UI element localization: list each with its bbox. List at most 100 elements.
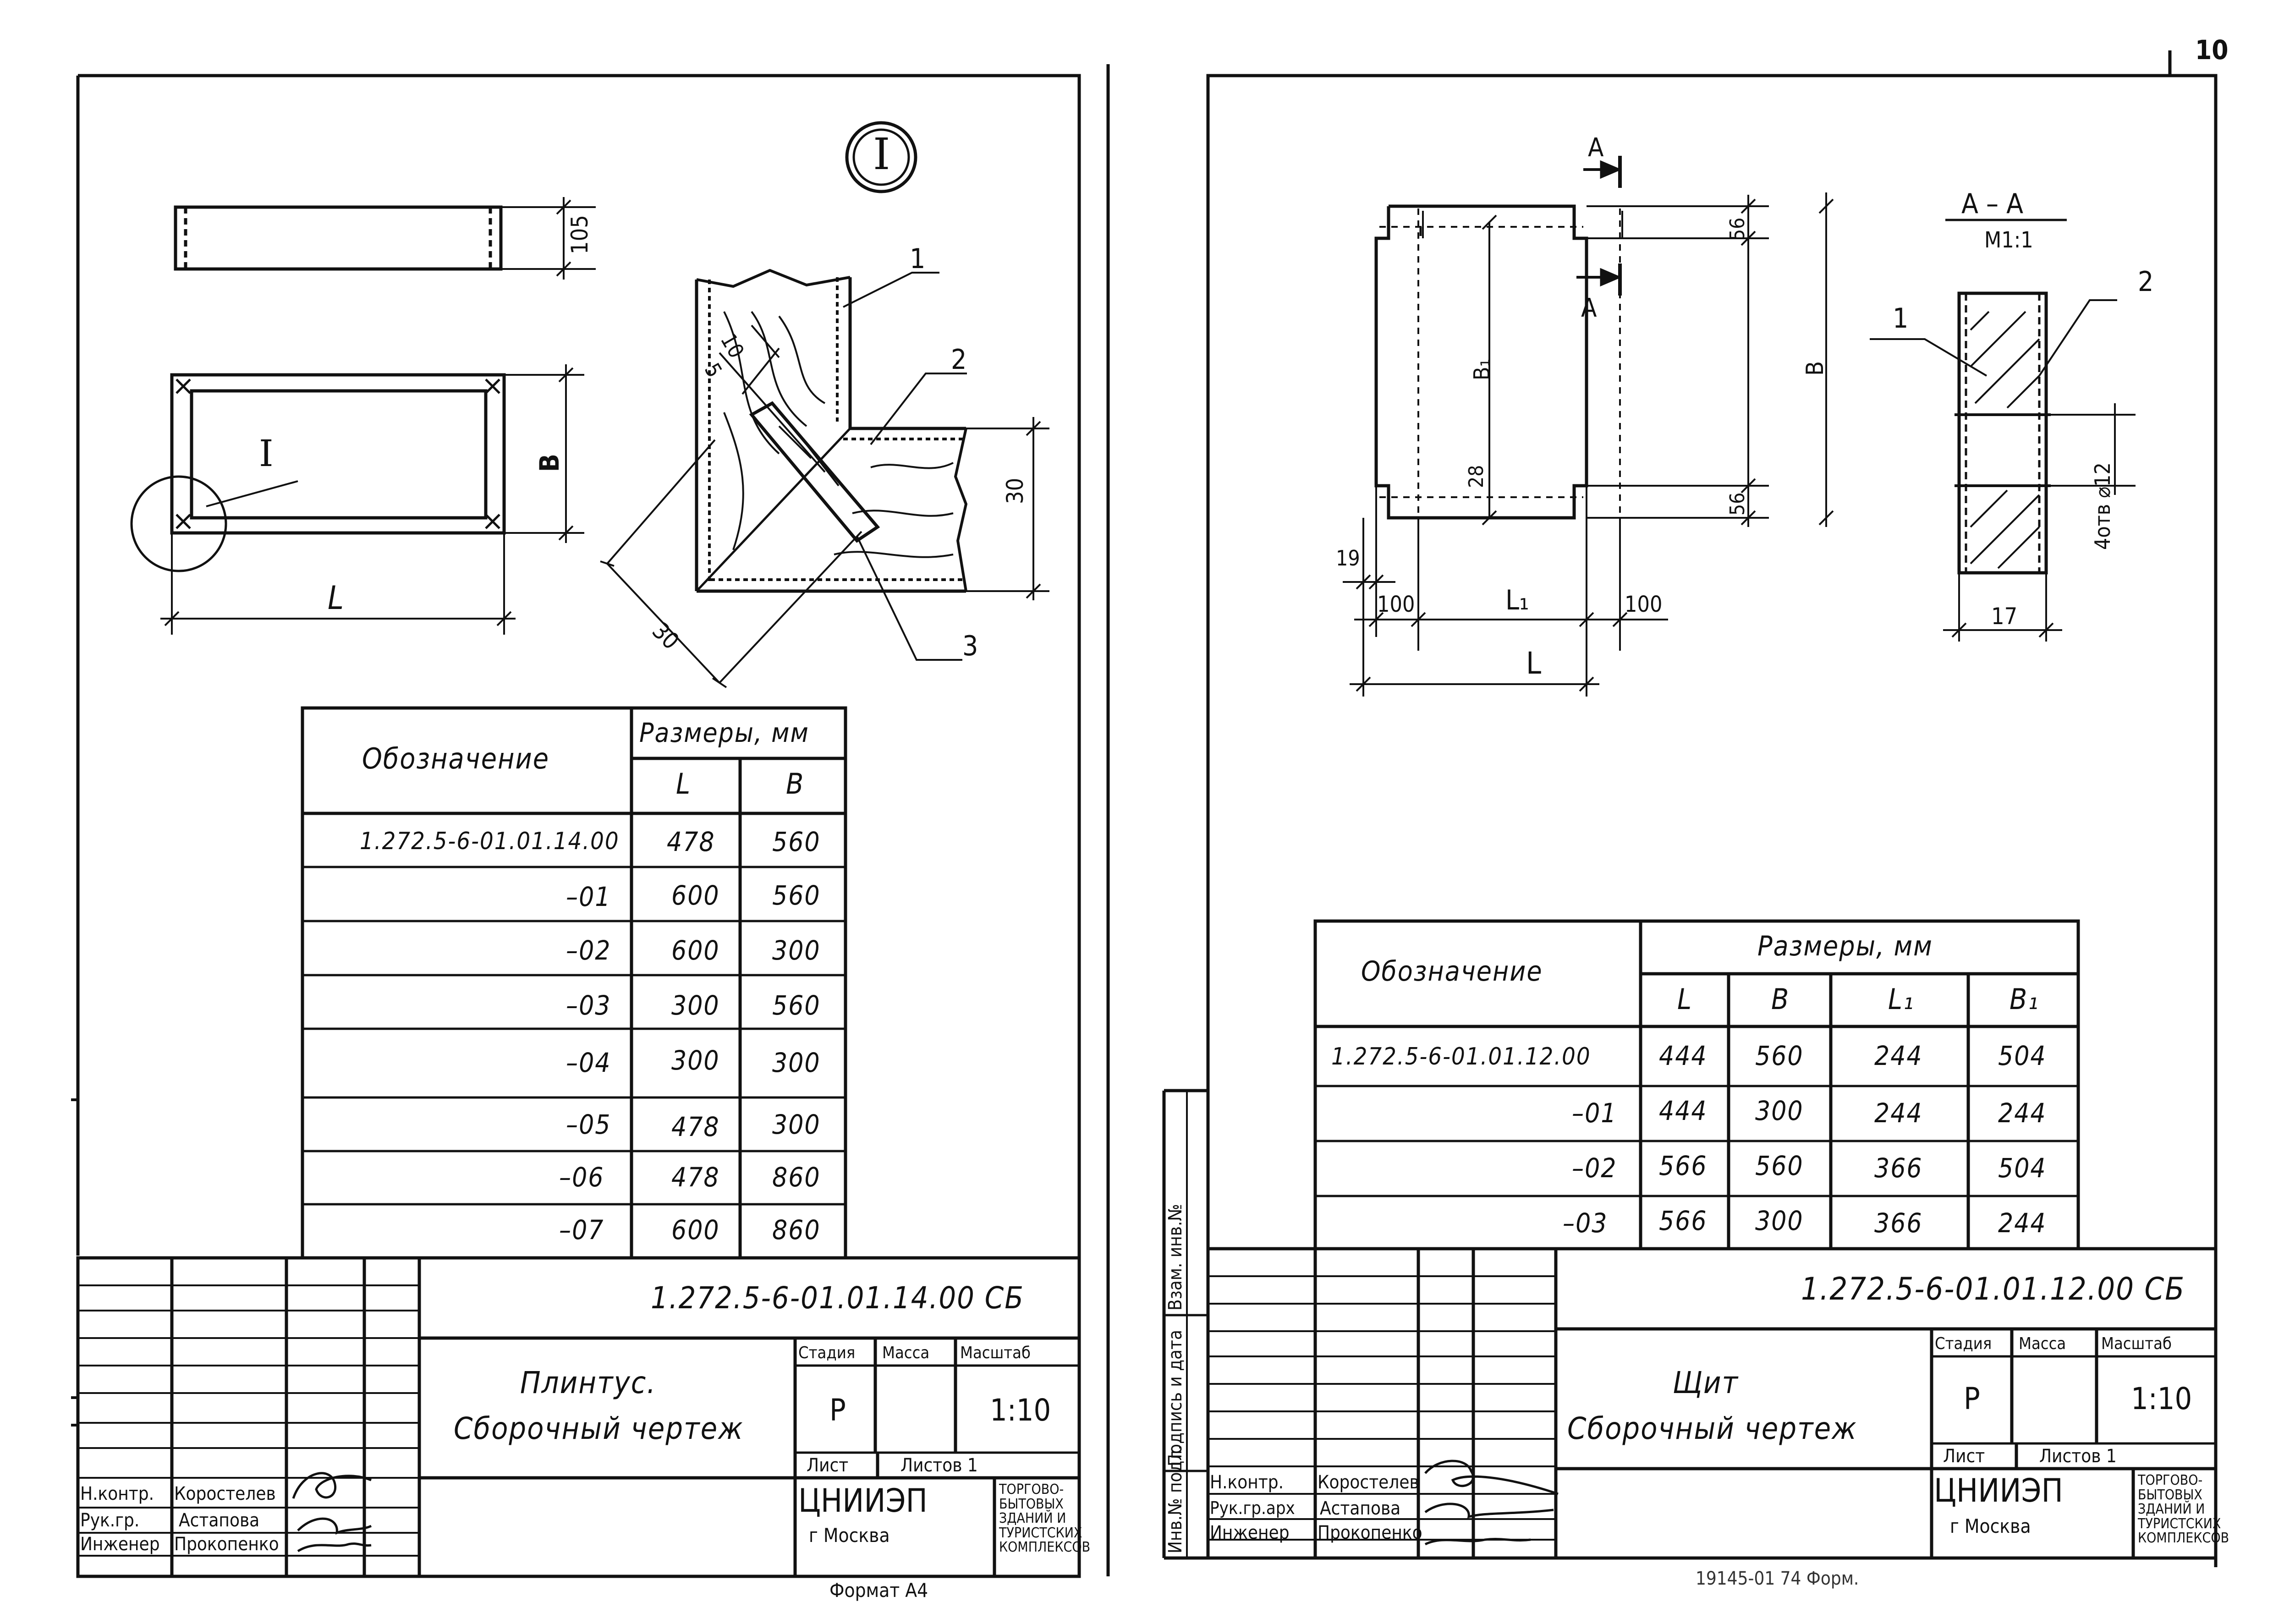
L-cell: 600 <box>671 1214 720 1245</box>
designation-cell: –02 <box>1572 1152 1617 1184</box>
designation-cell: –06 <box>559 1162 604 1193</box>
B1-cell: 244 <box>1998 1097 2047 1129</box>
B-cell: 300 <box>1755 1095 1804 1126</box>
detail-callout-label: I <box>259 432 274 475</box>
signature-korostelev-right <box>1424 1459 1559 1495</box>
mass-label-right: Масса <box>2019 1334 2066 1353</box>
signature-korostelev-left <box>292 1472 372 1499</box>
dim-L-left: L <box>328 579 344 617</box>
scale-label-right: Масштаб <box>2101 1334 2172 1353</box>
position-3: 3 <box>962 630 978 662</box>
B-cell: 300 <box>1755 1205 1804 1236</box>
stage-label-right: Стадия <box>1935 1334 1992 1353</box>
name-astapova-left: Астапова <box>179 1510 260 1531</box>
section-title: А – А <box>1961 188 2024 220</box>
side-label-signature-date: Подпись и дата <box>1165 1329 1186 1466</box>
position-2-right: 2 <box>2138 266 2154 298</box>
designation-cell: –07 <box>559 1214 604 1245</box>
scale-value-right: 1:10 <box>2131 1381 2192 1416</box>
signature-astapova-right <box>1424 1503 1554 1519</box>
B1-cell: 244 <box>1998 1207 2047 1239</box>
sheet-label-left: Лист <box>807 1455 849 1476</box>
table-left-col-B: B <box>786 767 805 801</box>
detail-marker: I <box>873 129 890 180</box>
mass-label-left: Масса <box>882 1344 930 1362</box>
position-1: 1 <box>910 243 926 275</box>
page-number: 10 <box>2195 34 2229 66</box>
designation-cell: –05 <box>566 1109 611 1140</box>
designation-cell: 1.272.5-6-01.01.12.00 <box>1331 1043 1591 1070</box>
B1-cell: 504 <box>1998 1040 2047 1071</box>
sheets-label-left: Листов 1 <box>900 1455 978 1476</box>
B-cell: 300 <box>772 935 821 966</box>
B-cell: 300 <box>772 1047 821 1078</box>
table-right-col-L1: L₁ <box>1888 982 1915 1016</box>
L-cell: 478 <box>671 1111 720 1142</box>
L-cell: 300 <box>671 990 720 1021</box>
position-2: 2 <box>951 344 967 376</box>
table-right-col-B: B <box>1771 982 1790 1016</box>
title-block-name-left-1: Плинтус. <box>520 1365 657 1400</box>
dim-B1: B₁ <box>1469 359 1495 380</box>
L1-cell: 366 <box>1874 1152 1923 1184</box>
section-scale: М1:1 <box>1984 227 2033 253</box>
sheet-label-right: Лист <box>1943 1446 1985 1467</box>
L-cell: 600 <box>671 935 720 966</box>
name-korostelev-right: Коростелев <box>1318 1472 1419 1493</box>
name-korostelev-left: Коростелев <box>174 1483 276 1504</box>
name-prokopenko-left: Прокопенко <box>174 1534 279 1555</box>
city-right: г Москва <box>1950 1515 2031 1537</box>
signature-astapova-left <box>297 1517 372 1535</box>
designation-cell: –03 <box>1563 1207 1608 1239</box>
L-cell: 566 <box>1659 1205 1708 1236</box>
dim-56-top: 56 <box>1726 217 1749 241</box>
dim-L-right: L <box>1526 646 1542 681</box>
section-arrow-label-top: А <box>1588 133 1604 163</box>
B-cell: 560 <box>772 990 821 1021</box>
B-cell: 860 <box>772 1162 821 1193</box>
role-rukgr-left: Рук.гр. <box>80 1510 140 1531</box>
city-left: г Москва <box>809 1524 890 1547</box>
name-prokopenko-right: Прокопенко <box>1318 1522 1422 1543</box>
L1-cell: 244 <box>1874 1097 1923 1129</box>
title-block-code-right: 1.272.5-6-01.01.12.00 СБ <box>1801 1271 2185 1307</box>
table-left-header-designation: Обозначение <box>362 742 550 775</box>
table-right-header-sizes: Размеры, мм <box>1757 930 1933 962</box>
title-block-name-right-2: Сборочный чертеж <box>1567 1411 1857 1446</box>
L-cell: 300 <box>671 1045 720 1076</box>
designation-cell: –04 <box>566 1047 611 1078</box>
dept-left: Торгово-бытовых зданий и туристских комп… <box>999 1481 1091 1555</box>
title-block-code-left: 1.272.5-6-01.01.14.00 СБ <box>651 1280 1024 1316</box>
signature-prokopenko-right <box>1424 1538 1531 1546</box>
title-block-name-right-1: Щит <box>1673 1365 1739 1400</box>
B-cell: 300 <box>772 1109 821 1140</box>
dim-56-bottom: 56 <box>1726 492 1749 516</box>
scale-value-left: 1:10 <box>990 1393 1051 1428</box>
B-cell: 860 <box>772 1214 821 1245</box>
role-nkontr-right: Н.контр. <box>1210 1472 1284 1493</box>
role-engineer-left: Инженер <box>80 1534 160 1555</box>
L-cell: 444 <box>1659 1095 1708 1126</box>
dept-right: Торгово-бытовых зданий и туристских комп… <box>2138 1472 2229 1546</box>
side-label-vzam-inv: Взам. инв.№ <box>1165 1204 1186 1311</box>
B-cell: 560 <box>772 826 821 857</box>
B-cell: 560 <box>772 880 821 911</box>
table-left-col-L: L <box>676 767 692 801</box>
dim-100-right: 100 <box>1625 592 1663 617</box>
role-rukgr-right: Рук.гр.арх <box>1210 1498 1295 1518</box>
stage-value-right: Р <box>1964 1381 1980 1416</box>
role-nkontr-left: Н.контр. <box>80 1483 154 1504</box>
L-cell: 566 <box>1659 1150 1708 1181</box>
designation-cell: –01 <box>566 881 611 912</box>
title-block-name-left-2: Сборочный чертеж <box>454 1411 744 1446</box>
table-right-col-B1: B₁ <box>2009 982 2039 1016</box>
designation-cell: –03 <box>566 990 611 1021</box>
scale-label-left: Масштаб <box>960 1344 1031 1362</box>
signature-prokopenko-left <box>297 1542 372 1553</box>
L1-cell: 366 <box>1874 1207 1923 1239</box>
stage-value-left: Р <box>829 1393 846 1428</box>
dim-19: 19 <box>1336 546 1360 571</box>
stage-label-left: Стадия <box>798 1344 856 1362</box>
sheets-label-right: Листов 1 <box>2039 1446 2117 1467</box>
dim-B-left: B <box>534 454 565 472</box>
